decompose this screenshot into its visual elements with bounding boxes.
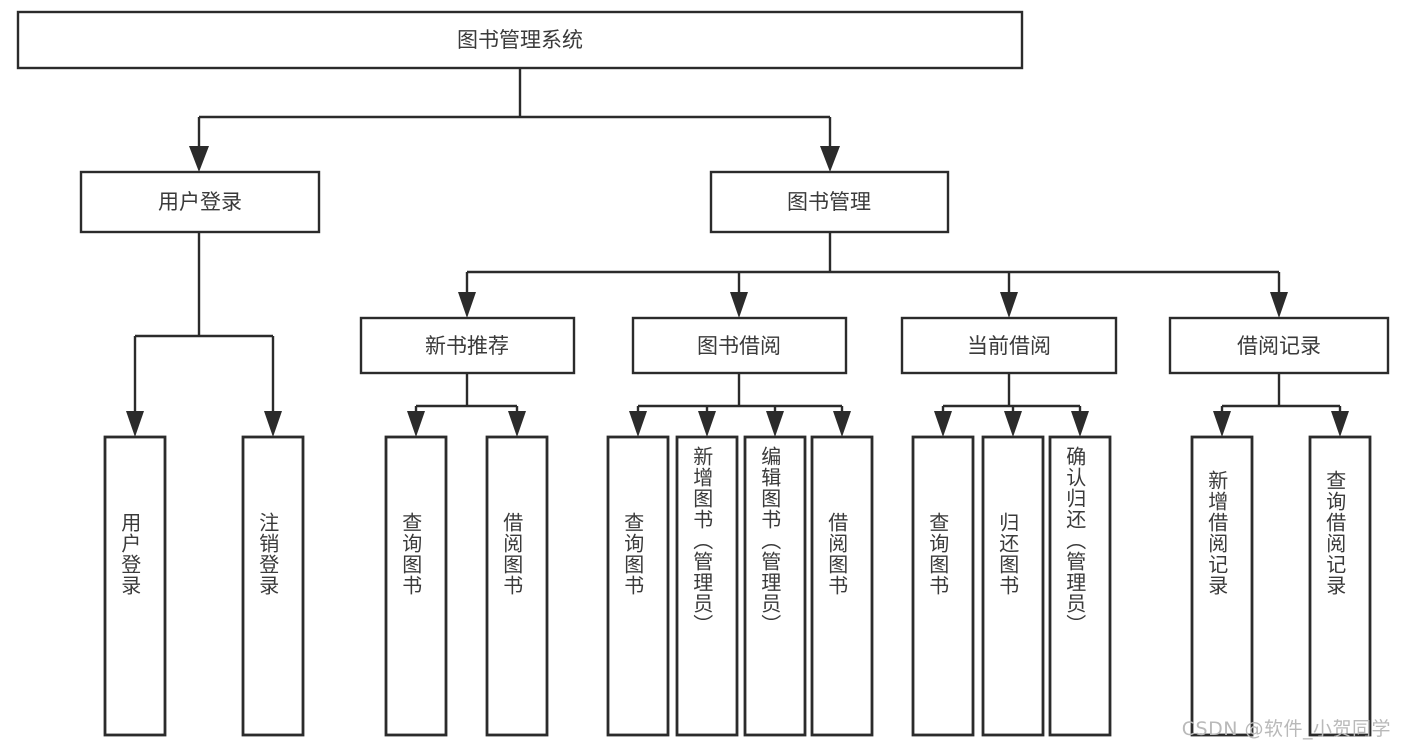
arrow-head-leaf-rec-query-book xyxy=(407,411,425,437)
node-new-book-rec[interactable]: 新书推荐 xyxy=(359,316,576,375)
node-leaf-user-login-box[interactable] xyxy=(103,435,167,737)
node-new-book-rec-box[interactable] xyxy=(359,316,576,375)
node-leaf-user-logout-box[interactable] xyxy=(241,435,305,737)
node-leaf-borrow-add-book-box[interactable] xyxy=(675,435,739,737)
arrow-head-leaf-cur-return-book xyxy=(1004,411,1022,437)
node-current-borrow-box[interactable] xyxy=(900,316,1118,375)
arrow-head-leaf-borrow-query-book xyxy=(629,411,647,437)
node-book-manage[interactable]: 图书管理 xyxy=(709,170,950,234)
node-book-manage-box[interactable] xyxy=(709,170,950,234)
arrow-head-current-borrow xyxy=(1000,292,1018,318)
node-leaf-borrow-edit-book-box[interactable] xyxy=(743,435,807,737)
connectors xyxy=(126,68,1349,437)
node-borrow-record[interactable]: 借阅记录 xyxy=(1168,316,1390,375)
node-leaf-rec-add-record-box[interactable] xyxy=(1190,435,1254,737)
arrow-head-leaf-borrow-edit-book xyxy=(766,411,784,437)
node-leaf-cur-confirm-return-box[interactable] xyxy=(1048,435,1112,737)
node-current-borrow[interactable]: 当前借阅 xyxy=(900,316,1118,375)
node-user-login[interactable]: 用户登录 xyxy=(79,170,321,234)
watermark-text: CSDN @软件_小贺同学 xyxy=(1181,718,1391,740)
node-book-borrow-label: 图书借阅 xyxy=(697,334,781,358)
node-user-login-label: 用户登录 xyxy=(158,190,242,214)
arrow-head-book-manage xyxy=(820,146,840,172)
arrow-head-leaf-rec-query-record xyxy=(1331,411,1349,437)
arrow-head-leaf-cur-query-book xyxy=(934,411,952,437)
node-new-book-rec-label: 新书推荐 xyxy=(425,334,509,358)
node-leaf-cur-query-book-box[interactable] xyxy=(911,435,975,737)
arrow-head-user-login xyxy=(189,146,209,172)
arrow-head-leaf-user-login xyxy=(126,411,144,437)
node-leaf-borrow-borrow-book-box[interactable] xyxy=(810,435,874,737)
node-root[interactable]: 图书管理系统 xyxy=(16,10,1024,70)
node-book-manage-label: 图书管理 xyxy=(787,190,871,214)
leaf-boxes xyxy=(103,435,1372,737)
arrow-head-leaf-rec-add-record xyxy=(1213,411,1231,437)
node-current-borrow-label: 当前借阅 xyxy=(967,334,1051,358)
arrow-head-leaf-borrow-borrow-book xyxy=(833,411,851,437)
arrow-head-new-book-rec xyxy=(458,292,476,318)
arrow-head-borrow-record xyxy=(1270,292,1288,318)
node-root-label: 图书管理系统 xyxy=(457,28,583,52)
node-user-login-box[interactable] xyxy=(79,170,321,234)
node-book-borrow-box[interactable] xyxy=(631,316,848,375)
node-borrow-record-box[interactable] xyxy=(1168,316,1390,375)
node-leaf-cur-return-book-box[interactable] xyxy=(981,435,1045,737)
arrow-head-leaf-borrow-add-book xyxy=(698,411,716,437)
node-leaf-rec-query-book-box[interactable] xyxy=(384,435,448,737)
arrow-head-book-borrow xyxy=(730,292,748,318)
node-borrow-record-label: 借阅记录 xyxy=(1237,334,1321,358)
node-root-box[interactable] xyxy=(16,10,1024,70)
node-leaf-rec-borrow-book-box[interactable] xyxy=(485,435,549,737)
node-book-borrow[interactable]: 图书借阅 xyxy=(631,316,848,375)
node-leaf-rec-query-record-box[interactable] xyxy=(1308,435,1372,737)
node-leaf-borrow-query-book-box[interactable] xyxy=(606,435,670,737)
arrow-head-leaf-rec-borrow-book xyxy=(508,411,526,437)
arrow-head-leaf-cur-confirm-return xyxy=(1071,411,1089,437)
arrow-head-leaf-user-logout xyxy=(264,411,282,437)
